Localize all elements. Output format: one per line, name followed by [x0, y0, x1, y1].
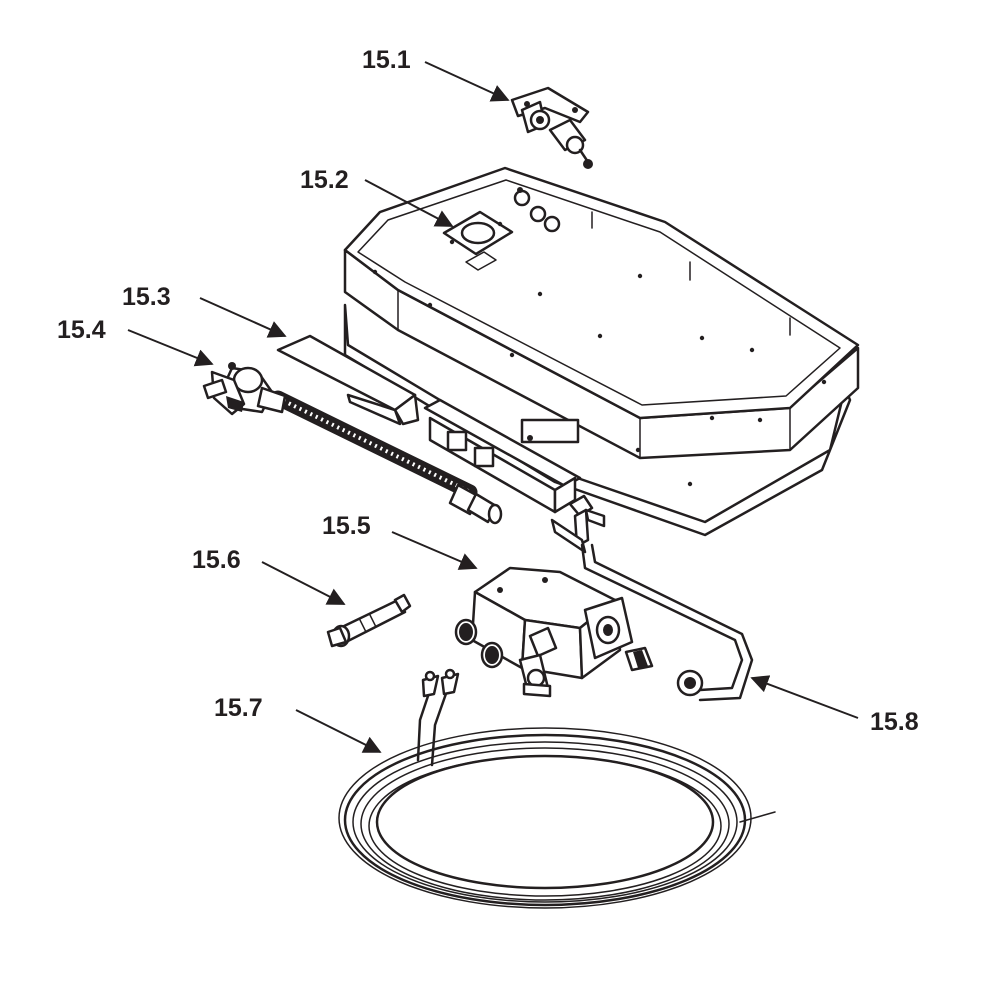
part-15-1-ignitor-bracket [510, 86, 593, 169]
part-15-8-pilot-tube [550, 494, 754, 702]
part-15-7-wire-coil [338, 668, 776, 909]
callout-15-2: 15.2 [300, 166, 349, 194]
valve-mount-block [423, 398, 582, 514]
arrow-15-7 [295, 709, 382, 753]
part-15-2-burner-tray [343, 166, 860, 537]
arrow-15-1 [424, 61, 510, 102]
callout-15-7: 15.7 [214, 694, 263, 722]
callout-15-5: 15.5 [322, 512, 371, 540]
part-15-4-gas-line [202, 362, 503, 525]
arrow-15-4 [127, 329, 214, 367]
callout-15-6: 15.6 [192, 546, 241, 574]
callout-15-3: 15.3 [122, 283, 171, 311]
callout-arrows [127, 61, 859, 753]
callout-15-1: 15.1 [362, 46, 411, 74]
arrow-15-2 [364, 179, 454, 227]
part-15-6-pilot-assembly [326, 593, 412, 648]
arrow-15-6 [261, 561, 346, 605]
callout-15-4: 15.4 [57, 316, 106, 344]
arrow-15-5 [391, 531, 478, 570]
arrow-15-8 [750, 675, 859, 719]
arrow-15-3 [199, 297, 287, 338]
part-15-3-bracket [276, 334, 420, 426]
callout-15-8: 15.8 [870, 708, 919, 736]
callout-labels: 15.1 15.2 15.3 15.4 15.5 15.6 15.7 15.8 [57, 46, 919, 736]
part-15-5-gas-valve [454, 566, 654, 698]
